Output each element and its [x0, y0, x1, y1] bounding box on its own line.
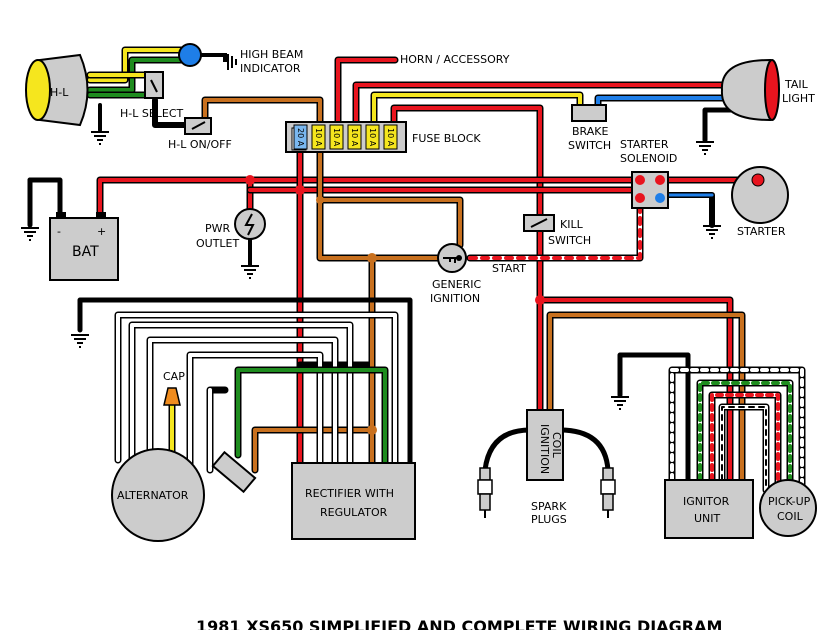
ignition-key-switch[interactable] [437, 243, 467, 273]
pickup-label-2: COIL [777, 510, 804, 523]
fuse-3 [329, 124, 344, 150]
labels: HIGH BEAM INDICATOR H-L SELECT H-L ON/OF… [117, 48, 815, 630]
spark-label-1: SPARK [531, 500, 567, 513]
ignition-label: IGNITION [430, 292, 480, 305]
fuse-block: 20 A 10 A 10 A 10 A 10 A 10 A [285, 121, 407, 153]
power-outlet [234, 208, 266, 240]
ign-coil-label-2: COIL [550, 432, 563, 459]
starter-solenoid [631, 171, 669, 209]
alternator [111, 448, 205, 542]
solenoid-label: SOLENOID [620, 152, 677, 165]
brake-switch[interactable] [571, 104, 607, 122]
fuse-2 [311, 124, 326, 150]
capacitor [163, 387, 181, 406]
ign-coil-label-1: IGNITION [538, 424, 551, 474]
starter-top-label: STARTER [620, 138, 669, 151]
spark-label-2: PLUGS [531, 513, 567, 526]
battery-label: BAT [72, 244, 99, 260]
ignitor-unit [664, 479, 754, 539]
hl-select-switch[interactable] [144, 71, 164, 99]
spark-plug-right [600, 467, 616, 518]
ignition-coil [526, 409, 564, 481]
brake-switch-label: SWITCH [568, 139, 611, 152]
ground-symbols [21, 54, 721, 410]
fuse-1 [293, 124, 308, 150]
fuse-block-label: FUSE BLOCK [412, 132, 481, 145]
starter-motor [731, 166, 789, 224]
hl-select-label: H-L SELECT [120, 107, 184, 120]
hl-onoff-switch[interactable] [184, 117, 212, 135]
fuse-5 [365, 124, 380, 150]
svg-text:+: + [97, 225, 106, 238]
headlight-label: H-L [50, 86, 69, 99]
spark-plug-left [477, 467, 493, 518]
rectifier-label-1: RECTIFIER WITH [305, 487, 394, 500]
high-beam-indicator-lamp [178, 43, 202, 67]
pickup-coil [759, 479, 817, 537]
indicator-label: INDICATOR [240, 62, 301, 75]
kill-label: KILL [560, 218, 584, 231]
fuse-label-6: 10 A [386, 128, 395, 147]
fuse-label-1: 20 A [296, 128, 305, 147]
start-label: START [492, 262, 526, 275]
battery: - + BAT [49, 212, 119, 281]
ignitor-label-2: UNIT [694, 512, 721, 525]
high-beam-label: HIGH BEAM [240, 48, 303, 61]
fuse-label-4: 10 A [350, 128, 359, 147]
diagram-title: 1981 XS650 SIMPLIFIED AND COMPLETE WIRIN… [196, 617, 722, 630]
fuse-6 [383, 124, 398, 150]
hl-onoff-label: H-L ON/OFF [168, 138, 232, 151]
cap-label: CAP [163, 370, 185, 383]
rectifier-label-2: REGULATOR [320, 506, 388, 519]
outlet-label: OUTLET [196, 237, 240, 250]
tail-light [720, 58, 780, 122]
fuse-4 [347, 124, 362, 150]
fuse-label-5: 10 A [368, 128, 377, 147]
ignitor-label-1: IGNITOR [683, 495, 730, 508]
generic-label: GENERIC [432, 278, 482, 291]
svg-text:-: - [57, 225, 61, 238]
pickup-label-1: PICK-UP [768, 495, 811, 508]
junction-dots-orange [316, 196, 377, 435]
kill-switch[interactable] [523, 214, 555, 232]
tail-label: TAIL [784, 78, 809, 91]
alternator-label: ALTERNATOR [117, 489, 189, 502]
horn-label: HORN / ACCESSORY [400, 53, 510, 66]
headlight: H-L [25, 53, 89, 127]
brake-label: BRAKE [572, 125, 608, 138]
kill-switch-label: SWITCH [548, 234, 591, 247]
fuse-label-3: 10 A [332, 128, 341, 147]
fuse-label-2: 10 A [314, 128, 323, 147]
connector [211, 450, 257, 494]
starter-label: STARTER [737, 225, 786, 238]
rectifier-regulator [291, 462, 416, 540]
pwr-label: PWR [205, 222, 231, 235]
light-label: LIGHT [782, 92, 815, 105]
